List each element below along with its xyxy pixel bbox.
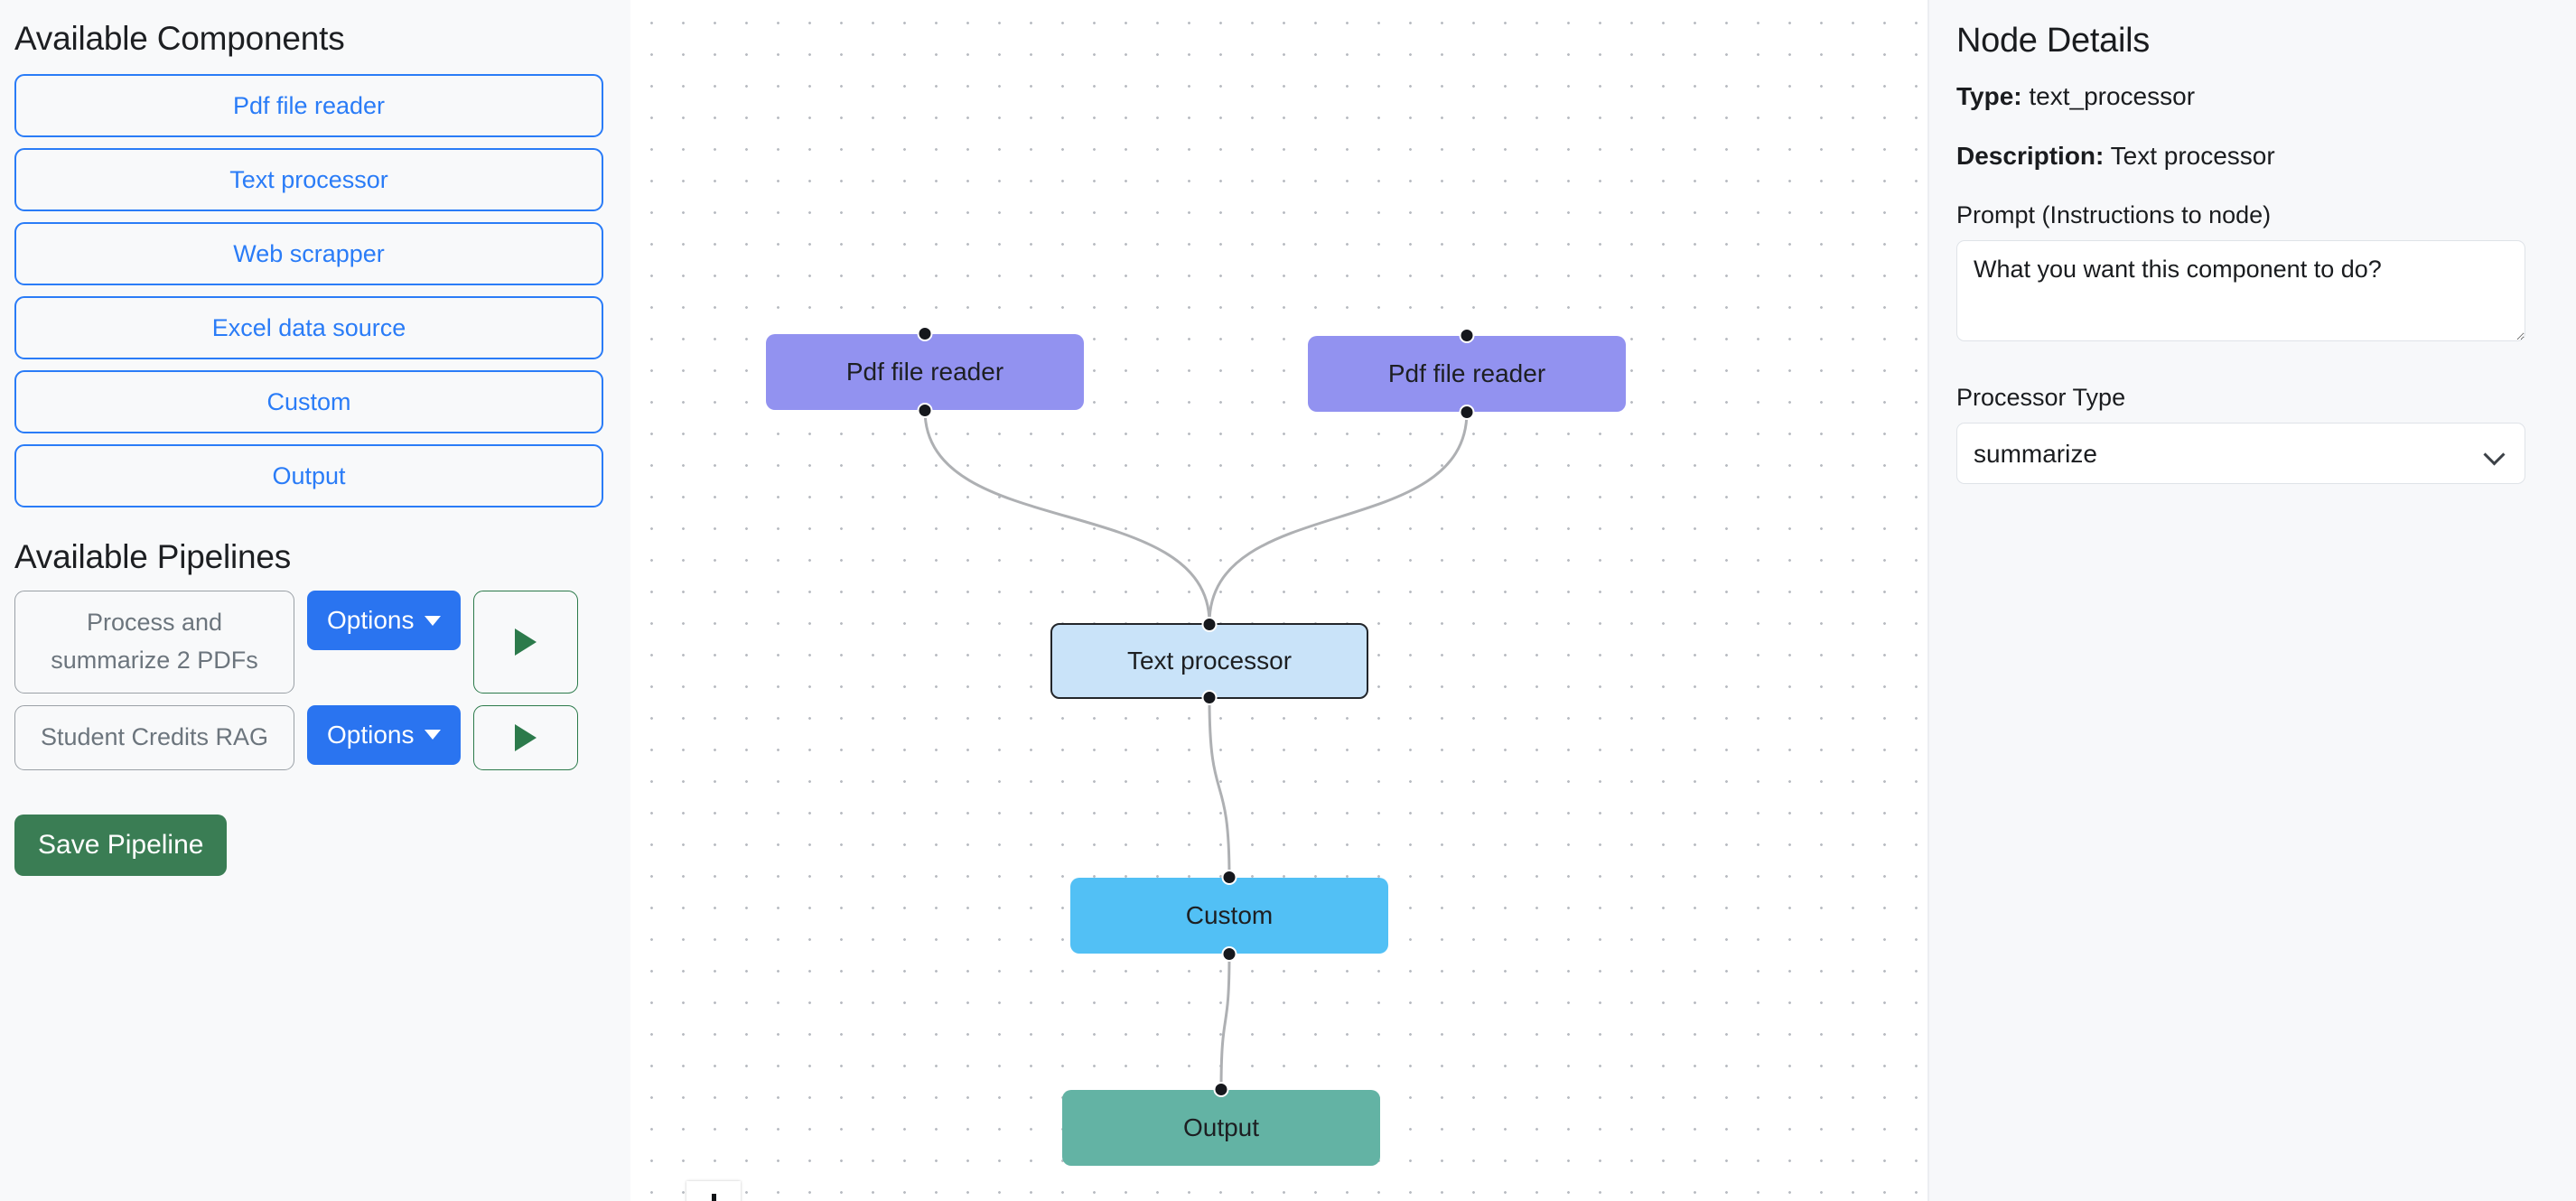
pipeline-options-button-1[interactable]: Options [307, 704, 461, 765]
node-label: Output [1182, 1113, 1260, 1141]
node-type-key: Type: [1956, 82, 2022, 110]
component-custom[interactable]: Custom [14, 370, 603, 433]
component-text-processor[interactable]: Text processor [14, 148, 603, 211]
pipeline-row: Process and summarize 2 PDFs Options [14, 591, 607, 694]
canvas-node-output[interactable]: Output [1062, 1082, 1380, 1166]
processor-type-select[interactable]: summarize [1956, 423, 2525, 484]
canvas-node-pdf1[interactable]: Pdf file reader [766, 326, 1084, 418]
edge-textproc-to-custom [1208, 698, 1231, 879]
component-web-scrapper[interactable]: Web scrapper [14, 222, 603, 285]
plus-icon-vertical [711, 1193, 716, 1201]
play-icon [514, 628, 537, 656]
sidebar: Available Components Pdf file reader Tex… [0, 0, 630, 1201]
node-handle-top[interactable] [1459, 328, 1475, 343]
options-label: Options [327, 606, 415, 634]
node-handle-top[interactable] [1213, 1082, 1229, 1097]
pipeline-options-button-0[interactable]: Options [307, 591, 461, 650]
node-handle-top[interactable] [1221, 870, 1237, 885]
canvas-zoom-controls [686, 1181, 741, 1201]
prompt-input[interactable] [1956, 240, 2525, 341]
node-handle-bottom[interactable] [917, 403, 933, 418]
pipeline-name-student-credits-rag[interactable]: Student Credits RAG [14, 704, 294, 770]
node-handle-top[interactable] [1201, 617, 1218, 632]
pipeline-run-button-1[interactable] [472, 704, 578, 770]
pipeline-row: Student Credits RAG Options [14, 704, 607, 770]
save-pipeline-button[interactable]: Save Pipeline [14, 814, 228, 876]
play-icon [514, 723, 537, 751]
node-label: Pdf file reader [1387, 359, 1546, 387]
spacer [1956, 346, 2545, 384]
node-handle-bottom[interactable] [1459, 405, 1475, 420]
node-label: Text processor [1126, 647, 1293, 675]
node-type-line: Type: text_processor [1956, 82, 2545, 111]
caret-down-icon [424, 615, 441, 626]
node-type-value: text_processor [2021, 82, 2196, 110]
zoom-in-button[interactable] [686, 1181, 741, 1201]
available-components-title: Available Components [14, 20, 345, 57]
component-pdf-file-reader[interactable]: Pdf file reader [14, 74, 603, 137]
pipeline-name-process-and-summarize-2-pdfs[interactable]: Process and summarize 2 PDFs [14, 591, 294, 694]
component-list: Pdf file reader Text processor Web scrap… [14, 74, 607, 507]
pipeline-run-button-0[interactable] [472, 591, 578, 694]
component-output[interactable]: Output [14, 444, 603, 507]
node-handle-bottom[interactable] [1201, 690, 1218, 705]
node-handle-top[interactable] [917, 326, 933, 341]
prompt-label: Prompt (Instructions to node) [1956, 201, 2272, 228]
canvas-node-pdf2[interactable]: Pdf file reader [1308, 328, 1626, 420]
component-excel-data-source[interactable]: Excel data source [14, 296, 603, 359]
node-description-value: Text processor [2104, 142, 2275, 170]
node-details-panel: Node Details Type: text_processor Descri… [1927, 0, 2576, 1201]
caret-down-icon [424, 730, 441, 740]
edge-pdf1-to-textproc [923, 409, 1211, 624]
processor-type-label: Processor Type [1956, 384, 2126, 411]
node-handle-bottom[interactable] [1221, 946, 1237, 962]
edge-custom-to-output [1219, 953, 1231, 1091]
node-details-title: Node Details [1956, 22, 2150, 60]
node-label: Custom [1185, 901, 1274, 929]
processor-type-select-wrap: summarize [1956, 423, 2525, 484]
canvas-node-textproc[interactable]: Text processor [1050, 617, 1368, 705]
node-label: Pdf file reader [845, 358, 1004, 386]
edge-pdf2-to-textproc [1208, 411, 1469, 624]
edge-layer [923, 409, 1469, 1091]
options-label: Options [327, 720, 415, 749]
available-pipelines-title: Available Pipelines [14, 538, 292, 575]
canvas-node-custom[interactable]: Custom [1070, 870, 1388, 962]
node-description-line: Description: Text processor [1956, 142, 2545, 171]
node-description-key: Description: [1956, 142, 2105, 170]
